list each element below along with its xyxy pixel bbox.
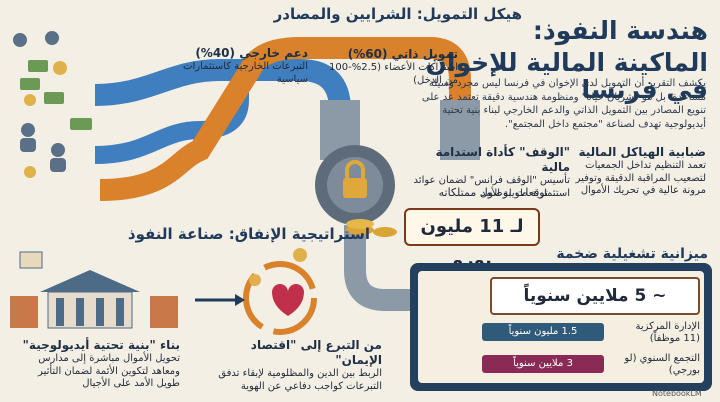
building-title: بناء "بنية تحتية أيديولوجية" <box>22 338 180 352</box>
spending-title: استراتيجية الإنفاق: صناعة النفوذ <box>127 225 370 243</box>
blue-pipe-2 <box>94 70 249 164</box>
control-text: تعمد التنظيم تداخل الجمعيات لتصعيب المرا… <box>575 160 706 196</box>
donation-box: من التبرع إلى "اقتصاد الإيمان" الربط بين… <box>212 338 382 393</box>
gear-lock-icon <box>315 145 395 225</box>
blue-pipe <box>94 59 351 150</box>
waqf-box: "الوقف" كأداة استدامة مالية تأسيس "الوقف… <box>410 145 570 200</box>
control-title: ضبابية الهياكل المالية <box>578 145 706 159</box>
expect-value: لـ 11 مليون يورو <box>404 208 540 271</box>
expect-label: توقعات بوصول ممتلكاته <box>438 186 548 199</box>
orange-pipe <box>99 37 471 201</box>
grey-pipe-2 <box>440 100 480 160</box>
title-line-1: هندسة النفوذ: <box>532 16 708 45</box>
money-stack-icon <box>13 31 67 106</box>
budget-row-label: التجمع السنوي (لو بورجي) <box>624 353 700 376</box>
budget-row-value: 1.5 مليون سنوياً <box>482 323 604 341</box>
building-box: بناء "بنية تحتية أيديولوجية" تحويل الأمو… <box>14 338 180 391</box>
intro-text: يكشف التقرير أن التمويل لدى الإخوان في ف… <box>421 78 706 130</box>
donation-text: الربط بين الدين والمظلومية لإبقاء تدفق ا… <box>218 368 382 392</box>
self-funding-text: اشتراكات الأعضاء (2.5%-100 من الدخل) <box>329 62 458 86</box>
school-icon <box>10 251 178 329</box>
waqf-text: تأسيس "الوقف فرانس" لضمان عوائد استثماري… <box>413 175 570 199</box>
grey-pipe-3 <box>344 225 410 311</box>
page-title: هندسة النفوذ: الماكينة المالية للإخوان ف… <box>398 16 708 104</box>
waqf-title: "الوقف" كأداة استدامة مالية <box>435 145 570 174</box>
budget-title: ميزانية تشغيلية ضخمة <box>556 246 708 262</box>
budget-total: ~ 5 ملايين سنوياً <box>490 277 700 315</box>
budget-row-value: 3 ملايين سنوياً <box>482 355 604 373</box>
coins-icon <box>346 219 397 237</box>
heart-hands-icon <box>243 248 317 335</box>
building-text: تحويل الأموال مباشرة إلى مدارس ومعاهد لت… <box>38 353 180 389</box>
donation-title: من التبرع إلى "اقتصاد الإيمان" <box>250 338 382 367</box>
foreign-funding-tag: دعم خارجي (40%) التبرعات الخارجية كاستثم… <box>170 46 308 86</box>
budget-row-label: الإدارة المركزية (11 موظفاً) <box>635 321 700 344</box>
donors-icon <box>20 118 92 178</box>
budget-screen: ~ 5 ملايين سنوياً الإدارة المركزية (11 م… <box>410 263 712 391</box>
self-funding-title: تمويل ذاتي (60%) <box>347 47 458 61</box>
sources-title: هيكل التمويل: الشرايين والمصادر <box>273 5 522 23</box>
budget-row: الإدارة المركزية (11 موظفاً) 1.5 مليون س… <box>474 319 700 347</box>
self-funding-tag: تمويل ذاتي (60%) اشتراكات الأعضاء (2.5%-… <box>318 47 458 87</box>
control-box: ضبابية الهياكل المالية تعمد التنظيم تداخ… <box>566 145 706 198</box>
brand-logo: NotebookLM <box>652 389 702 398</box>
foreign-funding-text: التبرعات الخارجية كاستثمارات سياسية <box>183 61 308 85</box>
title-line-2: الماكينة المالية للإخوان في فرنسا <box>425 48 708 104</box>
budget-row: التجمع السنوي (لو بورجي) 3 ملايين سنوياً <box>474 351 700 379</box>
foreign-funding-title: دعم خارجي (40%) <box>195 46 308 60</box>
